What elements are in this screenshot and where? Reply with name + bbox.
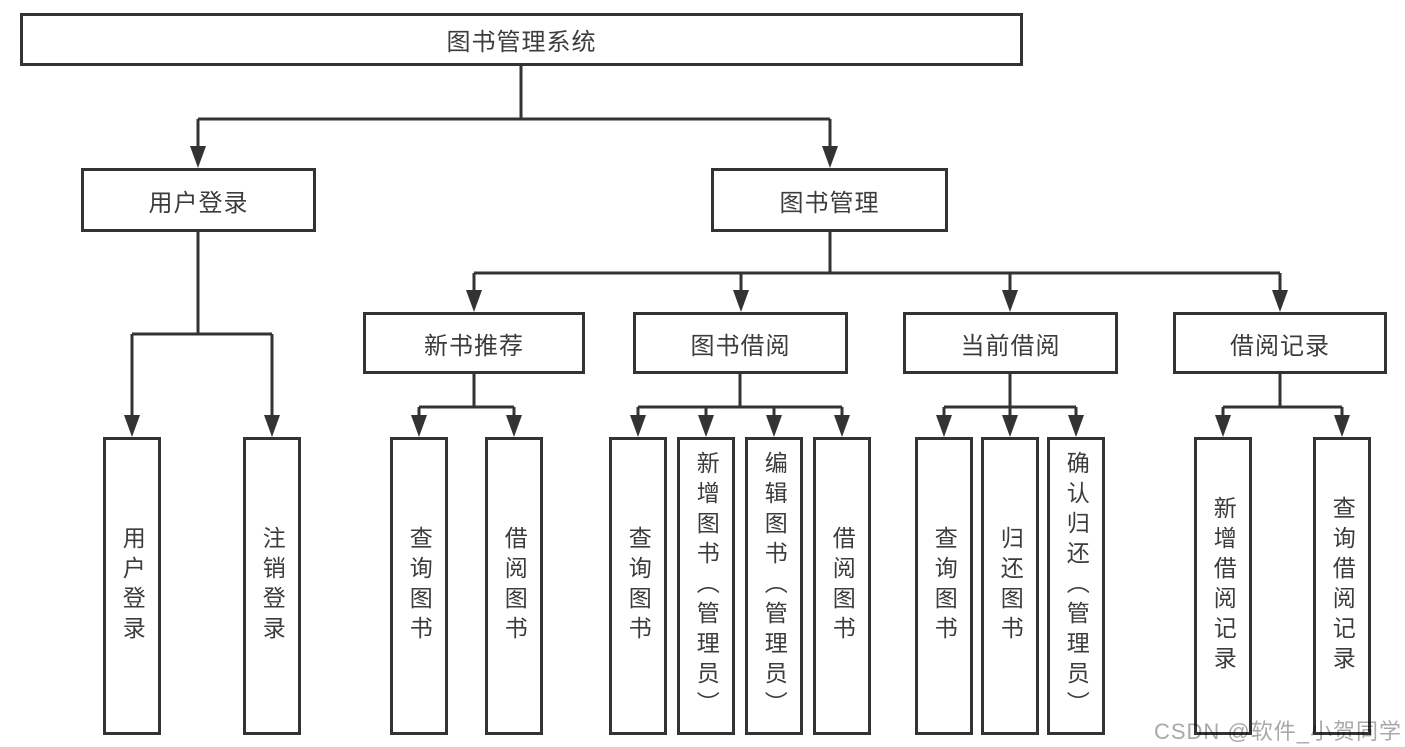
leaf-borrow-query-books: 查询图书 [609, 437, 667, 735]
leaf-user-login-label: 用户登录 [119, 526, 146, 646]
leaf-confirm-return-admin-label: 确认归还（管理员） [1063, 451, 1090, 721]
node-new-book-recommend-label: 新书推荐 [424, 332, 524, 360]
leaf-logout-label: 注销登录 [259, 526, 286, 646]
arrowheads [124, 146, 1350, 437]
leaf-add-borrow-record-label: 新增借阅记录 [1210, 496, 1237, 676]
node-book-borrow: 图书借阅 [633, 312, 848, 374]
leaf-recommend-borrow-books-label: 借阅图书 [501, 526, 528, 646]
node-new-book-recommend: 新书推荐 [363, 312, 585, 374]
node-root-label: 图书管理系统 [446, 29, 597, 56]
leaf-query-borrow-record-label: 查询借阅记录 [1329, 496, 1356, 676]
node-user-login: 用户登录 [81, 168, 316, 232]
leaf-logout: 注销登录 [243, 437, 301, 735]
leaf-return-books: 归还图书 [981, 437, 1039, 735]
leaf-return-books-label: 归还图书 [997, 526, 1024, 646]
node-root: 图书管理系统 [20, 13, 1023, 66]
leaf-recommend-query-books-label: 查询图书 [406, 526, 433, 646]
leaf-recommend-query-books: 查询图书 [390, 437, 448, 735]
leaf-add-borrow-record: 新增借阅记录 [1194, 437, 1252, 735]
leaf-current-query-books-label: 查询图书 [931, 526, 958, 646]
leaf-add-books-admin: 新增图书（管理员） [677, 437, 735, 735]
leaf-confirm-return-admin: 确认归还（管理员） [1047, 437, 1105, 735]
leaf-current-query-books: 查询图书 [915, 437, 973, 735]
connector-lines [130, 66, 1344, 420]
node-book-borrow-label: 图书借阅 [690, 332, 791, 360]
node-borrow-records: 借阅记录 [1173, 312, 1387, 374]
node-borrow-records-label: 借阅记录 [1230, 332, 1330, 360]
leaf-edit-books-admin: 编辑图书（管理员） [745, 437, 803, 735]
leaf-borrow-books: 借阅图书 [813, 437, 871, 735]
node-current-borrow: 当前借阅 [903, 312, 1118, 374]
leaf-edit-books-admin-label: 编辑图书（管理员） [761, 451, 788, 721]
csdn-watermark: CSDN @软件_小贺同学 [1153, 719, 1402, 744]
leaf-recommend-borrow-books: 借阅图书 [485, 437, 543, 735]
leaf-add-books-admin-label: 新增图书（管理员） [693, 451, 720, 721]
node-user-login-label: 用户登录 [148, 189, 249, 217]
leaf-borrow-books-label: 借阅图书 [829, 526, 856, 646]
node-current-borrow-label: 当前借阅 [960, 332, 1061, 360]
node-book-management: 图书管理 [711, 168, 948, 232]
leaf-query-borrow-record: 查询借阅记录 [1313, 437, 1371, 735]
node-book-management-label: 图书管理 [779, 189, 880, 217]
leaf-user-login: 用户登录 [103, 437, 161, 735]
leaf-borrow-query-books-label: 查询图书 [625, 526, 652, 646]
